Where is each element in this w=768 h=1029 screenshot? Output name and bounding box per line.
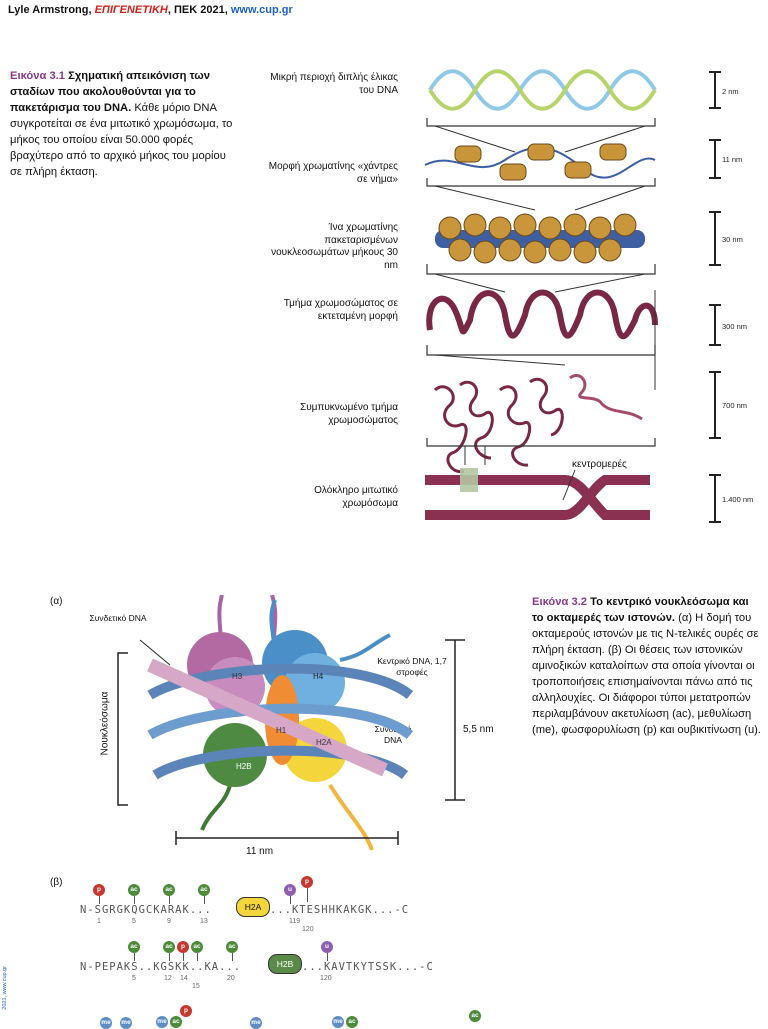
mark-ac: ac <box>191 941 203 953</box>
figure-3-1-label: Εικόνα 3.1 <box>10 70 66 82</box>
panel-a-label: (α) <box>50 596 63 607</box>
mark-p: p <box>301 876 313 888</box>
centromere-label: κεντρομερές <box>572 459 627 470</box>
chromatin-fiber-icon <box>435 213 645 264</box>
histone-h2a: H2A <box>316 738 332 747</box>
h2a-pos: 119 <box>289 918 301 925</box>
author: Lyle Armstrong, <box>8 4 92 16</box>
mark-ac: ac <box>163 884 175 896</box>
h2b-pos: 20 <box>227 975 235 982</box>
h2b-sequence-left: N-PEPAKS..KGSKK..KA... <box>80 961 242 973</box>
mark-ac: ac <box>128 884 140 896</box>
h2b-pos: 5 <box>132 975 136 982</box>
figure-3-2-caption: Εικόνα 3.2 Το κεντρικό νουκλεόσωμα και τ… <box>532 594 762 738</box>
h2a-sequence-left: N-SGRGKQGCKARAK... <box>80 904 212 916</box>
stage-label-beads: Μορφή χρωματίνης «χάντρες σε νήμα» <box>268 161 398 185</box>
size-5-5nm: 5,5 nm <box>463 724 494 735</box>
stage-label-extended: Τμήμα χρωμοσώματος σε εκτεταμένη μορφή <box>283 298 398 322</box>
panel-b-label: (β) <box>50 877 63 888</box>
nucleosome-diagram: H3 H4 H1 H2A H2B <box>117 595 465 851</box>
mark-u: u <box>321 941 333 953</box>
figure-3-2-label: Εικόνα 3.2 <box>532 596 588 608</box>
mark-ac: ac <box>346 1016 358 1028</box>
mark-ac: ac <box>128 941 140 953</box>
scale-2nm: 2 nm <box>722 87 739 96</box>
mitotic-chromosome-icon <box>425 468 650 520</box>
scale-bars <box>709 71 721 523</box>
mark-me: me <box>100 1017 112 1029</box>
mark-ac: ac <box>469 1010 481 1022</box>
book-title: ΕΠΙΓΕΝΕΤΙΚΗ <box>94 4 168 16</box>
h2a-pos: 120 <box>302 926 314 933</box>
h2b-pos: 12 <box>164 975 172 982</box>
figure-3-1-title: Σχηματική απεικόνιση των σταδίων που ακο… <box>10 70 210 114</box>
scale-700nm: 700 nm <box>722 401 748 410</box>
stage-label-condensed: Συμπυκνωμένο τμήμα χρωμοσώματος <box>300 402 398 426</box>
mark-p: p <box>180 1005 192 1017</box>
size-11nm: 11 nm <box>246 846 274 857</box>
scale-1400nm: 1.400 nm <box>722 495 754 504</box>
mark-me: me <box>332 1016 344 1028</box>
mark-p: p <box>177 941 189 953</box>
mark-ac: ac <box>226 941 238 953</box>
mark-ac: ac <box>163 941 175 953</box>
mark-me: me <box>250 1017 262 1029</box>
histone-h1: H1 <box>276 726 287 735</box>
publisher-link[interactable]: www.cup.gr <box>230 4 293 16</box>
mark-me: me <box>120 1017 132 1029</box>
figure-3-1-caption: Εικόνα 3.1 Σχηματική απεικόνιση των σταδ… <box>10 68 238 180</box>
h2b-pos: 15 <box>192 983 200 990</box>
h2b-pos: 120 <box>320 975 332 982</box>
condensed-chromosome-icon <box>433 374 643 474</box>
dna-packaging-diagram <box>424 69 721 523</box>
stage-label-30nm-fiber: Ίνα χρωματίνης πακεταρισμένων νουκλεοσωμ… <box>271 222 398 271</box>
scale-30nm: 30 nm <box>722 235 743 244</box>
scale-300nm: 300 nm <box>722 322 748 331</box>
histone-h2b: H2B <box>236 762 252 771</box>
histone-h3: H3 <box>232 672 243 681</box>
h2a-pos: 9 <box>167 918 171 925</box>
mark-me: me <box>156 1016 168 1028</box>
core-dna-label: Κεντρικό DNA, 1,7 στροφές <box>377 656 447 677</box>
figure-3-2-body: (α) Η δομή του οκταμερούς ιστονών με τις… <box>532 612 761 736</box>
histone-h4: H4 <box>313 672 324 681</box>
extended-chromosome-icon <box>426 289 658 340</box>
stage-label-dna-helix: Μικρή περιοχή διπλής έλικας του DNA <box>270 72 398 96</box>
scale-11nm: 11 nm <box>722 155 743 164</box>
running-header: Lyle Armstrong, ΕΠΙΓΕΝΕΤΙΚΗ, ΠΕΚ 2021, w… <box>8 4 293 16</box>
publisher: , ΠΕΚ 2021, <box>167 4 231 16</box>
h2a-pos: 5 <box>132 918 136 925</box>
h2b-sequence-right: ...KAVTKYTSSK...-C <box>302 961 434 973</box>
mark-p: p <box>93 884 105 896</box>
h2b-pos: 14 <box>180 975 188 982</box>
h2a-pos: 13 <box>200 918 208 925</box>
stage-label-mitotic: Ολόκληρο μιτωτικό χρωμόσωμα <box>314 485 398 509</box>
figure-3-1-body: Κάθε μόριο DNA συγκροτείται σε ένα μιτωτ… <box>10 102 233 178</box>
mark-ac: ac <box>198 884 210 896</box>
figure-3-2-title: Το κεντρικό νουκλεόσωμα και το οκταμερές… <box>532 596 749 624</box>
mark-ac: ac <box>170 1016 182 1028</box>
linker-dna-top-label: Συνδετικό DNA <box>89 613 147 623</box>
h2a-sequence-right: ...KTESHHKAKGK...-C <box>270 904 410 916</box>
nucleosome-label: Νουκλεόσωμα <box>99 691 111 756</box>
side-note: 2021, www.cup.gr <box>2 966 8 1010</box>
mark-u: u <box>284 884 296 896</box>
h2b-pill: H2B <box>268 954 302 974</box>
h2a-pill: H2A <box>236 897 270 917</box>
dna-helix-icon <box>428 69 657 111</box>
h2a-pos: 1 <box>97 918 101 925</box>
beads-on-string-icon <box>424 143 656 181</box>
